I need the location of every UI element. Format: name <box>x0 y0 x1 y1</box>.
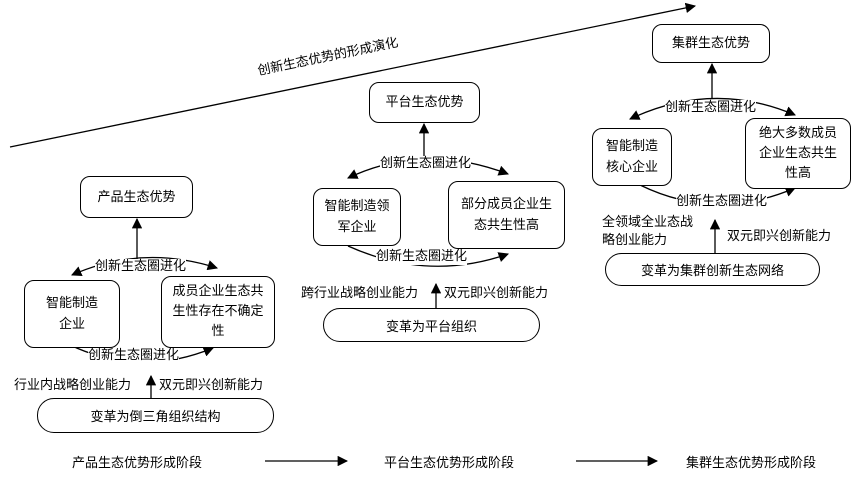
stage1-core: 智能制造企业 <box>45 296 98 332</box>
evolution-arrow <box>9 2 697 148</box>
stage1-members: 成员企业生态共生性存在不确定性 <box>172 284 264 339</box>
stage3-circle-bottom-label: 创新生态圈进化 <box>676 194 768 210</box>
stage2-advantage-box: 平台生态优势 <box>369 82 480 123</box>
stage1-advantage-box: 产品生态优势 <box>80 176 193 218</box>
stage3-advantage-box: 集群生态优势 <box>652 24 770 63</box>
stage2-core: 智能制造领军企业 <box>324 199 390 235</box>
stage2-advantage: 平台生态优势 <box>385 95 464 110</box>
stage3-name: 集群生态优势形成阶段 <box>686 456 817 471</box>
stage2-capability-left: 跨行业战略创业能力 <box>301 286 419 301</box>
stage3-core-box: 智能制造核心企业 <box>592 128 672 186</box>
stage1-core-box: 智能制造企业 <box>24 280 120 348</box>
stage2-members: 部分成员企业生态共生性高 <box>460 197 552 233</box>
stage2-members-box: 部分成员企业生态共生性高 <box>448 181 565 249</box>
stage1-capability-left: 行业内战略创业能力 <box>14 378 132 393</box>
stage2-circle-bottom-label: 创新生态圈进化 <box>376 249 468 265</box>
stage2-name: 平台生态优势形成阶段 <box>384 456 515 471</box>
stage1-circle-top-label: 创新生态圈进化 <box>95 259 187 275</box>
stage3-capability-left-text: 全领域全业态战略创业能力 <box>602 215 694 248</box>
stage1-top-arc <box>71 256 218 276</box>
stage1-circle-bottom-label: 创新生态圈进化 <box>88 348 180 364</box>
stage1-members-box: 成员企业生态共生性存在不确定性 <box>161 276 275 348</box>
stage3-transformation: 变革为集群创新生态网络 <box>605 253 820 286</box>
stage3-top-arc <box>629 97 796 120</box>
stage1-name: 产品生态优势形成阶段 <box>72 456 203 471</box>
stage2-transformation-label: 变革为平台组织 <box>385 319 477 335</box>
stage3-circle-top-label: 创新生态圈进化 <box>665 100 757 116</box>
stage3-transformation-label: 变革为集群创新生态网络 <box>640 264 784 279</box>
stage2-transformation: 变革为平台组织 <box>323 308 540 342</box>
stage3-capability-right: 双元即兴创新能力 <box>727 229 832 244</box>
stage3-members-box: 绝大多数成员企业生态共生性高 <box>745 118 851 189</box>
stage1-advantage: 产品生态优势 <box>97 189 176 205</box>
stage1-capability-right: 双元即兴创新能力 <box>159 378 264 393</box>
stage2-bottom-arc <box>347 245 509 267</box>
stage1-transformation: 变革为倒三角组织结构 <box>37 398 274 433</box>
stage1-transformation-label: 变革为倒三角组织结构 <box>90 410 221 425</box>
stage3-members: 绝大多数成员企业生态共生性高 <box>758 125 837 181</box>
stage3-core: 智能制造核心企业 <box>605 139 658 175</box>
stage3-advantage: 集群生态优势 <box>671 36 750 51</box>
stage2-core-box: 智能制造领军企业 <box>313 188 401 246</box>
stage3-capability-left: 全领域全业态战略创业能力 <box>602 214 702 250</box>
stage2-circle-top-label: 创新生态圈进化 <box>380 156 472 172</box>
stage2-capability-right: 双元即兴创新能力 <box>444 286 549 301</box>
